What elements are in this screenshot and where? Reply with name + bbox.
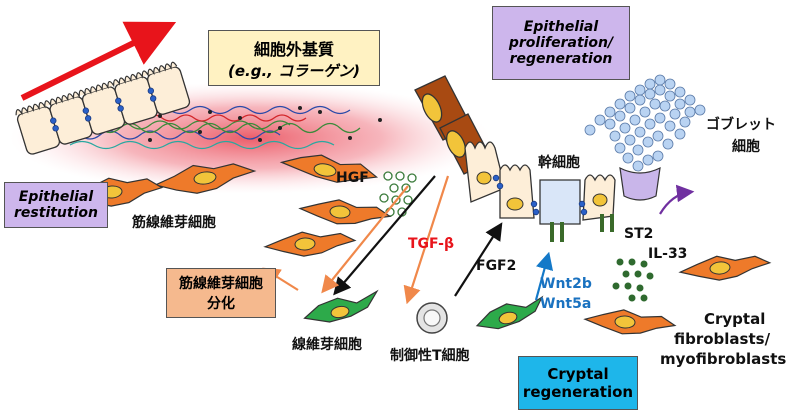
restitution-box-line1: Epithelial [18,189,94,205]
hgf-label: HGF [336,170,369,186]
myofibroblast-differentiation-box: 筋線維芽細胞 分化 [166,268,276,318]
fgf2-label: FGF2 [476,258,517,274]
stem-cell-receptors [550,214,614,242]
myofibroblast-label: 筋線維芽細胞 [132,215,216,231]
cryptal-fibroblasts-line2: fibroblasts/ [674,330,771,348]
goblet-label-line1: ゴブレット [706,117,776,133]
st2-label: ST2 [624,226,654,242]
restitution-box-line2: restitution [14,205,98,221]
myofibroblast-differentiation-line1: 筋線維芽細胞 [179,276,263,292]
ecm-box-line2: (e.g., コラーゲン) [228,61,360,80]
wnt5a-label: Wnt5a [540,296,592,312]
goblet-label-line2: 細胞 [732,139,760,155]
junction-dots [492,174,588,216]
proliferation-box: Epithelial proliferation/ regeneration [492,6,630,80]
cryptal-regeneration-line1: Cryptal [547,365,609,383]
cryptal-regeneration-line2: regeneration [522,383,634,401]
myofibroblast-differentiation-line2: 分化 [207,296,235,312]
restitution-arrow [20,21,177,101]
proliferation-box-line3: regeneration [509,51,613,67]
goblet-cell-bodies [619,166,661,201]
goblet-cells [584,74,706,172]
signal-arrows [262,175,695,305]
cryptal-fibroblasts-line3: myofibroblasts [660,350,787,368]
ecm-fibers [29,105,361,150]
stem-cell-label: 幹細胞 [538,155,580,171]
tgf-beta-label: TGF-β [408,236,455,252]
fibroblast-label: 線維芽細胞 [292,337,362,353]
treg-cell [416,302,448,334]
epithelial-sheet-left [15,61,191,155]
crypt-nuclei [476,171,608,211]
wnt2b-label: Wnt2b [540,276,592,292]
il33-label: IL-33 [648,246,688,262]
il33-particles [612,258,654,302]
ecm-dots [118,106,382,142]
cryptal-fibroblasts-line1: Cryptal [704,310,766,328]
proliferation-box-line1: Epithelial [523,19,599,35]
cryptal-regeneration-box: Cryptal regeneration [518,356,638,410]
ecm-box-line1: 細胞外基質 [253,39,334,59]
treg-label: 制御性T細胞 [390,348,470,364]
restitution-box: Epithelial restitution [4,182,108,228]
ecm-box: 細胞外基質 (e.g., コラーゲン) [208,30,380,86]
fibroblasts [303,289,544,330]
myofibroblasts [70,154,772,335]
proliferation-box-line2: proliferation/ [508,35,614,51]
hgf-particles [379,171,417,217]
